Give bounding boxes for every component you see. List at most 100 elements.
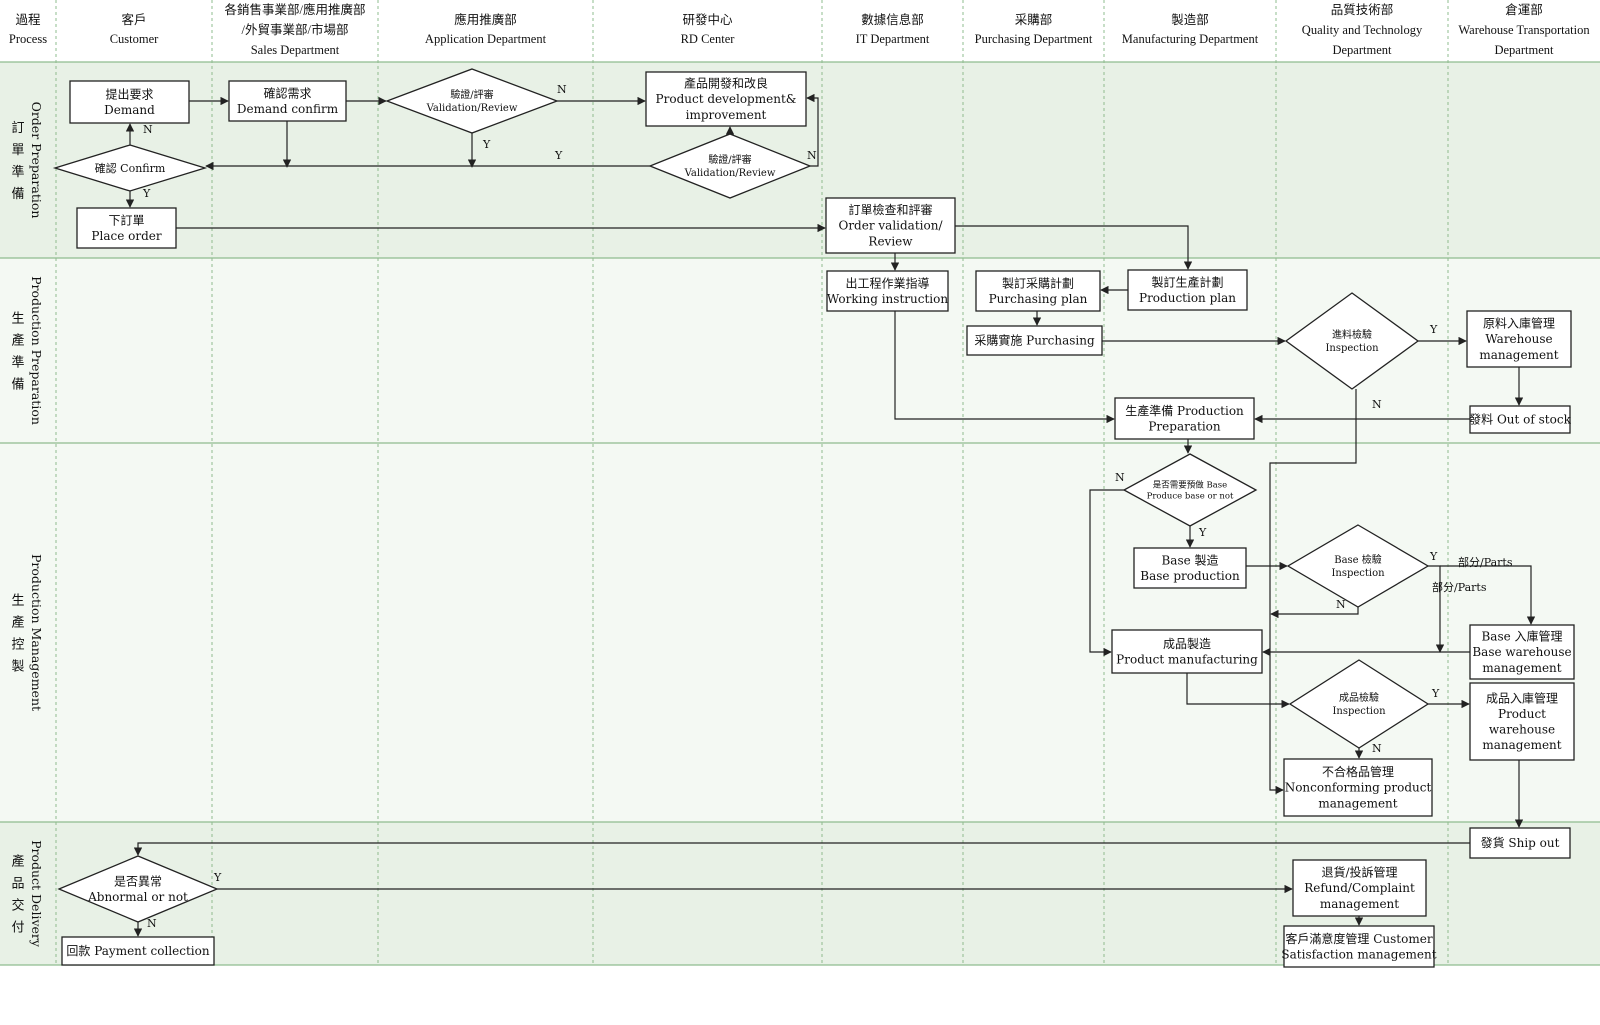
node-label: Demand (104, 103, 155, 117)
lane-label-cn-char: 單 (11, 143, 24, 158)
process-box (966, 325, 1103, 356)
column-header-text: Purchasing Department (975, 32, 1093, 46)
node-label: 下訂單 (108, 212, 144, 227)
lane-label-en: Order Preparation (29, 102, 44, 219)
edge-label-no: N (1372, 742, 1382, 755)
process-box (1283, 925, 1435, 968)
node-label: management (1482, 738, 1561, 752)
node-label: 確認需求 (263, 85, 311, 100)
edge-label-no: N (807, 149, 817, 162)
edge-label-no: N (1115, 471, 1125, 484)
lane-label-cn-char: 產 (11, 615, 24, 631)
node-label: improvement (686, 108, 767, 122)
lane-label-cn-char: 品 (11, 877, 24, 892)
process-box (1292, 859, 1427, 917)
node-label: Preparation (1148, 420, 1221, 434)
edge-label-yes: Y (554, 149, 563, 162)
node-ship-out: 發貨 Ship out (1469, 827, 1571, 859)
process-box (645, 71, 807, 127)
node-label: Order validation/ (838, 219, 943, 233)
node-label: Refund/Complaint (1304, 881, 1415, 895)
flow-arrow (1440, 565, 1536, 625)
column-header-text: RD Center (681, 32, 736, 46)
node-label: Base 入庫管理 (1481, 629, 1562, 644)
node-label: 回款 Payment collection (66, 944, 209, 958)
node-label: 訂單檢查和評審 (848, 202, 932, 217)
column-header-text: IT Department (856, 32, 930, 46)
column-header-text: 客戶 (121, 12, 146, 27)
node-label: Working instruction (827, 292, 948, 306)
flow-nodes: 提出要求 Demand 確認需求 Demand confirm 驗證/評審 Validat… (52, 68, 1575, 968)
decision-diamond (648, 133, 812, 199)
column-header-text: 各銷售事業部/應用推廣部 (225, 2, 366, 17)
node-label: 是否需要預做 Base (1153, 479, 1227, 490)
edge-label-yes: Y (482, 138, 491, 151)
node-label: 成品入庫管理 (1486, 690, 1558, 705)
node-label: 原料入庫管理 (1483, 316, 1555, 331)
column-header-text: 采購部 (1015, 12, 1053, 27)
decision-diamond (1288, 659, 1430, 749)
node-label: 驗證/評審 (450, 88, 493, 101)
node-label: Demand confirm (237, 102, 339, 116)
lane-label-cn-char: 備 (11, 186, 24, 202)
column-header-text: Application Department (425, 32, 547, 46)
node-label: 發料 Out of stock (1469, 412, 1571, 427)
node-demand: 提出要求 Demand (69, 80, 190, 124)
process-box (975, 270, 1101, 312)
node-label: Warehouse (1485, 332, 1552, 346)
lane-label-en: Production Management (29, 554, 44, 711)
process-box (1469, 682, 1575, 761)
process-box (1111, 629, 1263, 674)
decision-diamond (385, 68, 559, 134)
node-confirm: 確認 Confirm (52, 144, 208, 192)
column-header-text: Manufacturing Department (1122, 32, 1259, 46)
flow-arrow (133, 842, 1470, 856)
node-label: 提出要求 (105, 86, 153, 101)
node-demand-confirm: 確認需求 Demand confirm (228, 80, 347, 122)
lane-label-cn-char: 付 (11, 921, 24, 936)
edge-label-yes: Y (213, 871, 222, 884)
node-label: 退貨/投訴管理 (1321, 865, 1397, 880)
edge-label-no: N (143, 123, 153, 136)
node-purchasing: 采購實施 Purchasing (966, 325, 1103, 356)
flow-arrow (955, 225, 1193, 270)
process-box (1469, 624, 1575, 680)
process-box (1283, 758, 1433, 817)
flow-arrow (1269, 389, 1357, 795)
lane-label-en: Production Preparation (29, 276, 44, 425)
lane-label-cn-char: 產 (11, 333, 24, 349)
flow-arrow (806, 93, 819, 167)
lane-label-cn-char: 生 (11, 312, 24, 327)
column-header-text: Sales Department (251, 43, 340, 57)
node-label: 出工程作業指導 (845, 275, 929, 290)
node-label: Base 檢驗 (1334, 553, 1382, 566)
node-label: Validation/Review (426, 103, 518, 114)
lane-label-cn-char: 準 (11, 164, 24, 180)
lane-label-cn-char: 生 (11, 594, 24, 609)
column-header-text: 製造部 (1171, 12, 1209, 27)
node-label: Inspection (1331, 568, 1385, 579)
process-box (1133, 547, 1247, 589)
process-box (1114, 397, 1255, 440)
process-box (1469, 405, 1571, 434)
node-label: 進料檢驗 (1332, 328, 1372, 341)
process-box (1127, 269, 1248, 311)
node-label: Production plan (1139, 291, 1236, 305)
column-header-text: 數據信息部 (861, 12, 924, 27)
column-headers: 過程Process客戶Customer各銷售事業部/應用推廣部/外貿事業部/市場… (9, 2, 1590, 57)
edge-label-parts: 部分/Parts (1432, 580, 1487, 594)
column-header-text: 應用推廣部 (454, 12, 517, 27)
header-background (0, 0, 1600, 62)
column-header-text: /外貿事業部/市場部 (242, 22, 349, 37)
